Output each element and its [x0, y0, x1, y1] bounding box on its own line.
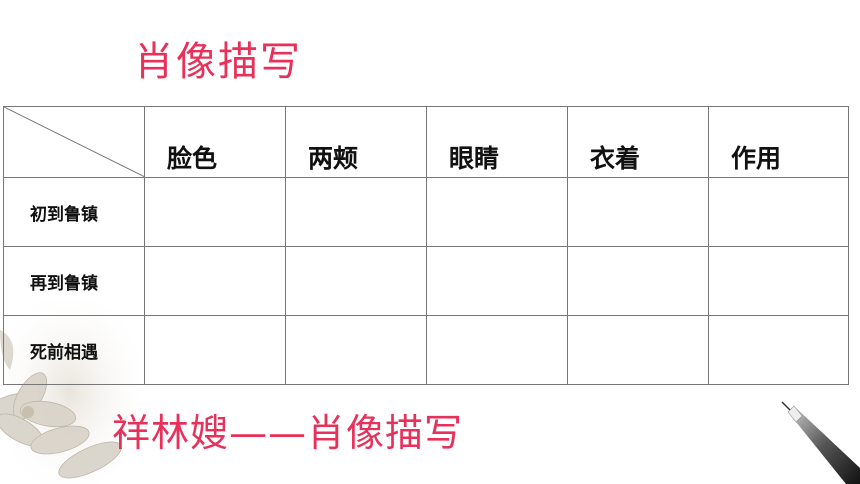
table-cell: [708, 246, 849, 316]
table-cell: [426, 315, 568, 385]
row-header: 初到鲁镇: [3, 177, 145, 247]
table-cell: [426, 177, 568, 247]
table-cell: [285, 246, 427, 316]
column-header: 脸色: [144, 106, 286, 178]
slide-subtitle: 祥林嫂——肖像描写: [112, 411, 464, 455]
table-cell: [144, 177, 286, 247]
table-cell: [144, 246, 286, 316]
table-cell: [708, 177, 849, 247]
table-row: 再到鲁镇: [3, 246, 849, 316]
page-title: 肖像描写: [134, 39, 302, 85]
table-cell: [426, 246, 568, 316]
row-header: 再到鲁镇: [3, 246, 145, 316]
table-cell: [285, 177, 427, 247]
table-cell: [285, 315, 427, 385]
column-header: 作用: [708, 106, 849, 178]
table-row: 死前相遇: [3, 315, 849, 385]
diagonal-divider: [4, 107, 145, 177]
column-header: 衣着: [567, 106, 709, 178]
table-row: 初到鲁镇: [3, 177, 849, 247]
row-header: 死前相遇: [3, 315, 145, 385]
table-cell: [144, 315, 286, 385]
corner-cell: [3, 106, 145, 178]
table-header-row: 脸色 两颊 眼睛 衣着 作用: [3, 106, 849, 178]
column-header: 眼睛: [426, 106, 568, 178]
table-cell: [567, 246, 709, 316]
pen-icon: [781, 401, 860, 484]
table-cell: [567, 315, 709, 385]
column-header: 两颊: [285, 106, 427, 178]
table-cell: [567, 177, 709, 247]
table-cell: [708, 315, 849, 385]
portrait-table: 脸色 两颊 眼睛 衣着 作用 初到鲁镇 再到鲁镇 死前相遇: [3, 106, 849, 385]
